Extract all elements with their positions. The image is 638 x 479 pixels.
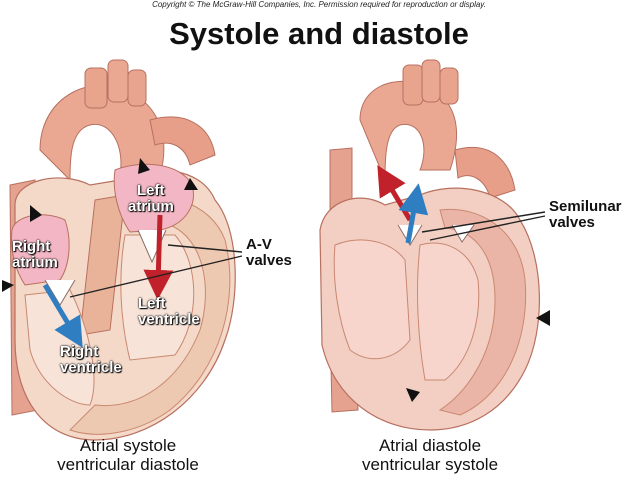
semilunar-pointer-1 (421, 211, 546, 233)
right-atrium-label-line2: atrium (12, 254, 58, 271)
av-valve-right (44, 279, 76, 306)
myocardium (69, 193, 231, 435)
contraction-arrow-2 (184, 178, 198, 190)
av-valves-label: A-V valves (246, 237, 292, 269)
av-valves-label-line2: valves (246, 252, 292, 269)
right-atrium-label-line1: Right (12, 238, 51, 255)
right-caption-line2: ventricular systole (361, 455, 499, 474)
blue-ejection-arrow (398, 183, 429, 244)
semilunar-pointer-2 (429, 215, 546, 241)
vessel-1 (84, 67, 108, 109)
av-pointer-1 (167, 244, 243, 253)
compression-arrow-2 (406, 388, 420, 402)
av-valves-label-line1: A-V (246, 236, 272, 253)
left-heart (2, 59, 243, 441)
blue-flow-arrow (42, 283, 83, 348)
left-atrium (113, 163, 194, 233)
left-caption: Atrial systole ventricular diastole (28, 436, 228, 474)
semilunar-valves-label-line2: valves (549, 214, 595, 231)
right-ventricle-label: Right ventricle (60, 344, 122, 376)
pulmonary-artery (149, 116, 216, 166)
left-ventricle-label: Left ventricle (138, 296, 200, 328)
right-caption: Atrial diastole ventricular systole (330, 436, 530, 474)
left-caption-line2: ventricular diastole (57, 455, 199, 474)
av-pointer-2 (69, 255, 243, 298)
vessel-2 (107, 59, 129, 103)
vessel-r-3 (439, 67, 459, 105)
right-ventricle-label-line2: ventricle (60, 359, 122, 376)
contraction-arrow-3 (30, 205, 42, 222)
right-ventricle-label-line1: Right (60, 343, 99, 360)
page-title: Systole and diastole (169, 16, 469, 51)
contraction-arrow-1 (138, 158, 150, 174)
red-flow-arrow (143, 214, 174, 300)
semilunar-valves-label-line1: Semilunar (549, 198, 622, 215)
right-heart (319, 59, 550, 431)
compression-arrow-1 (536, 310, 550, 326)
septum (79, 194, 126, 336)
semilunar-valves-label: Semilunar valves (549, 199, 622, 231)
left-atrium-label-line1: Left (137, 182, 165, 199)
left-caption-line1: Atrial systole (79, 436, 177, 455)
left-atrium-label-line2: atrium (128, 198, 174, 215)
left-ventricle-r (417, 242, 480, 381)
aortic-arch-r (359, 80, 458, 181)
pulmonary-artery-r (454, 146, 516, 199)
left-ventricle-label-line2: ventricle (138, 311, 200, 328)
vessel-3 (127, 69, 147, 107)
left-atrium-label: Left atrium (128, 183, 174, 215)
vessel-r-2 (421, 59, 441, 103)
contraction-arrow-4 (2, 280, 14, 292)
vessel-r-1 (402, 64, 424, 106)
copyright-notice: Copyright © The McGraw-Hill Companies, I… (152, 0, 486, 9)
left-ventricle-label-line1: Left (138, 295, 166, 312)
ventricles-interior-r (333, 239, 411, 360)
ventricle-wall-r (438, 208, 527, 416)
right-caption-line1: Atrial diastole (378, 436, 482, 455)
right-atrium-label: Right atrium (12, 239, 58, 271)
